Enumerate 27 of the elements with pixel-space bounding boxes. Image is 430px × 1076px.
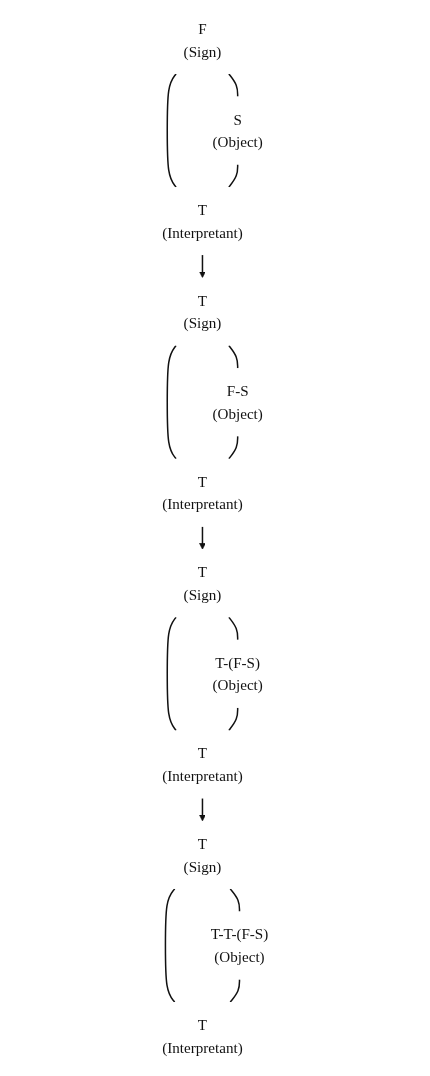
node-text: T (Interpretant) xyxy=(161,473,243,513)
connector xyxy=(227,616,239,641)
connector xyxy=(164,888,176,1003)
arrow xyxy=(198,525,206,550)
connector xyxy=(227,435,239,460)
node-text: T-(F-S) (Object) xyxy=(212,654,263,694)
connector xyxy=(229,978,240,1003)
connector xyxy=(227,707,239,732)
connector xyxy=(227,163,239,188)
node-text: T (Interpretant) xyxy=(161,744,243,784)
node-text: T-T-(F-S) (Object) xyxy=(210,925,269,966)
connector xyxy=(166,344,177,460)
node-text: T (Sign) xyxy=(183,292,222,332)
node-text: T (Sign) xyxy=(183,563,222,603)
connector xyxy=(227,344,239,369)
node-text: T (Interpretant) xyxy=(161,1016,243,1056)
connector xyxy=(227,73,239,98)
node-text: F-S (Object) xyxy=(212,382,263,422)
connector xyxy=(166,73,177,188)
node-text: F (Sign) xyxy=(183,20,222,60)
connector xyxy=(229,888,240,913)
node-text: T (Interpretant) xyxy=(161,201,243,241)
arrow xyxy=(198,797,206,822)
node-text: T (Sign) xyxy=(183,835,222,875)
connector xyxy=(166,616,177,732)
arrow xyxy=(198,254,206,278)
node-text: S (Object) xyxy=(212,110,263,151)
